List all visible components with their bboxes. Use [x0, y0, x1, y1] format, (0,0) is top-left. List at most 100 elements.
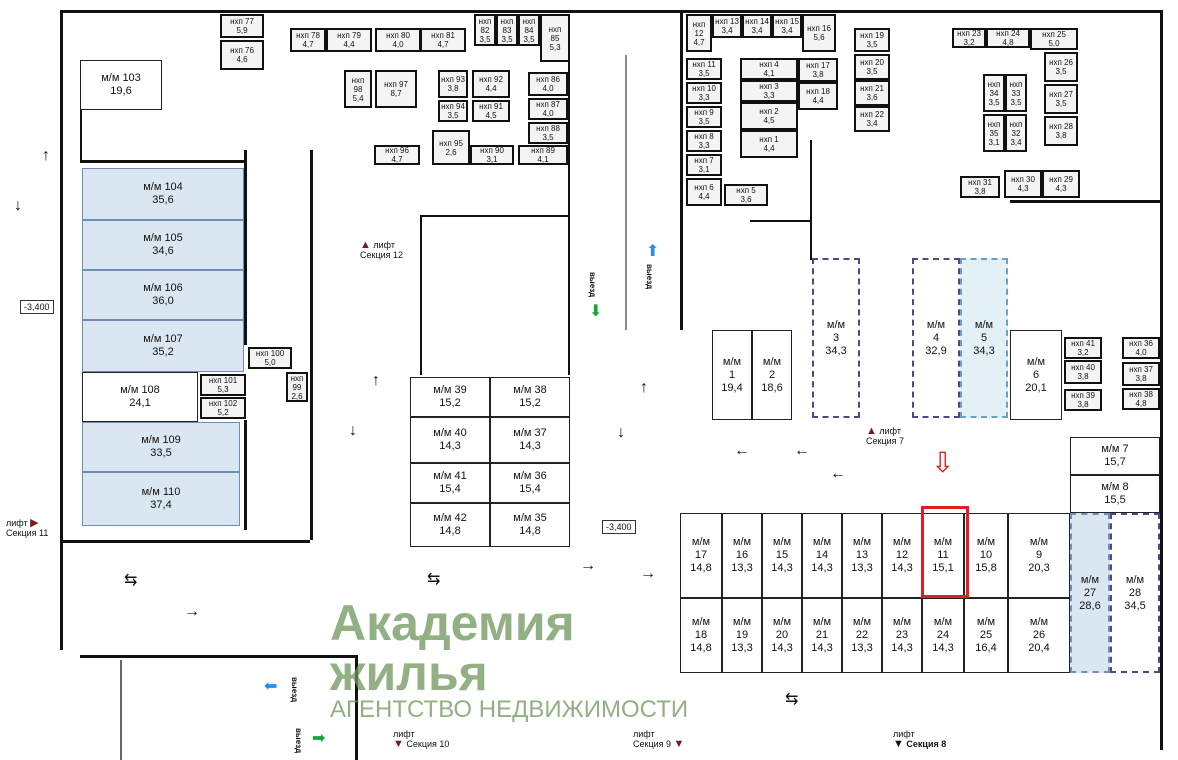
- lift-section-11[interactable]: лифт ▶Секция 11: [6, 518, 48, 539]
- lift-section-8[interactable]: лифт▼ Секция 8: [893, 729, 946, 750]
- lift-section-10[interactable]: лифт▼ Секция 10: [393, 729, 449, 750]
